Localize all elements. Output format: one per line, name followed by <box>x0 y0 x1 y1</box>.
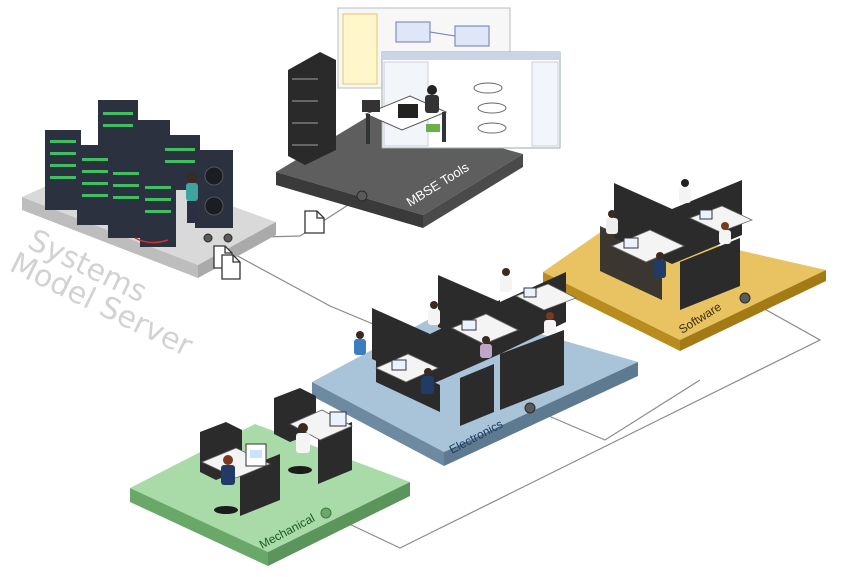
electronics-monitors <box>391 287 537 371</box>
server-led <box>145 210 171 213</box>
software-monitors <box>623 209 713 249</box>
mechanical-chairs <box>214 466 312 514</box>
server-led <box>103 124 133 127</box>
mbse-screen-toolbar <box>382 52 560 60</box>
server-rack <box>195 150 233 228</box>
mbse-workstation <box>362 85 448 144</box>
server-led <box>50 164 76 167</box>
mechanical-area: Mechanical <box>130 388 410 566</box>
server-led <box>145 186 171 189</box>
mbse-platform-front <box>276 172 423 228</box>
software-platform-front <box>543 272 680 351</box>
server-led <box>82 170 108 173</box>
server-led <box>82 194 108 197</box>
server-led <box>50 140 76 143</box>
mechanical-monitors <box>245 411 347 467</box>
server-rack <box>45 130 81 210</box>
server-led <box>50 152 76 155</box>
server-leds <box>50 112 195 213</box>
mbse-screen-block <box>395 21 431 43</box>
mechanical-platform-side <box>268 482 410 566</box>
server-fan <box>204 166 224 186</box>
server-led <box>165 148 195 151</box>
server-led <box>50 176 76 179</box>
server-port <box>223 233 233 243</box>
electronics-platform-side <box>444 362 638 466</box>
document-icon <box>304 210 325 234</box>
connector-software <box>325 297 822 549</box>
mbse-screen-usecase <box>477 122 507 134</box>
server-led <box>103 112 133 115</box>
server-fan <box>204 196 224 216</box>
software-platform-side <box>680 270 826 351</box>
server-port <box>203 233 213 243</box>
documents-icon <box>213 245 241 280</box>
software-workers <box>606 179 731 278</box>
electronics-workers <box>354 268 556 394</box>
server-led <box>82 182 108 185</box>
electronics-area: Electronics <box>312 268 638 466</box>
server-technician <box>186 173 198 223</box>
mbse-platform-side <box>423 154 523 228</box>
server-cable <box>134 237 169 244</box>
systems-model-server: Systems Model Server <box>4 100 276 364</box>
server-led <box>113 196 139 199</box>
mbse-bookshelf <box>288 52 336 165</box>
software-area: Software <box>543 179 826 351</box>
electronics-platform-front <box>312 382 444 466</box>
mbse-tools-area: MBSE Tools <box>276 7 561 228</box>
connector-electronics <box>529 379 701 441</box>
mbse-screen-usecase <box>473 82 503 94</box>
mbse-screen-props <box>531 61 559 147</box>
mbse-screen-panel <box>342 13 378 85</box>
server-led <box>82 158 108 161</box>
mbse-screen-usecase <box>477 102 507 114</box>
mbse-port <box>356 190 368 202</box>
electronics-port <box>524 402 536 414</box>
server-led <box>145 198 171 201</box>
server-led <box>113 184 139 187</box>
mechanical-workers <box>221 423 310 485</box>
software-port <box>739 292 751 304</box>
server-led <box>165 160 195 163</box>
mechanical-port <box>320 507 332 519</box>
mbse-screen-block <box>454 25 490 47</box>
mechanical-platform-front <box>130 488 268 566</box>
server-led <box>113 172 139 175</box>
